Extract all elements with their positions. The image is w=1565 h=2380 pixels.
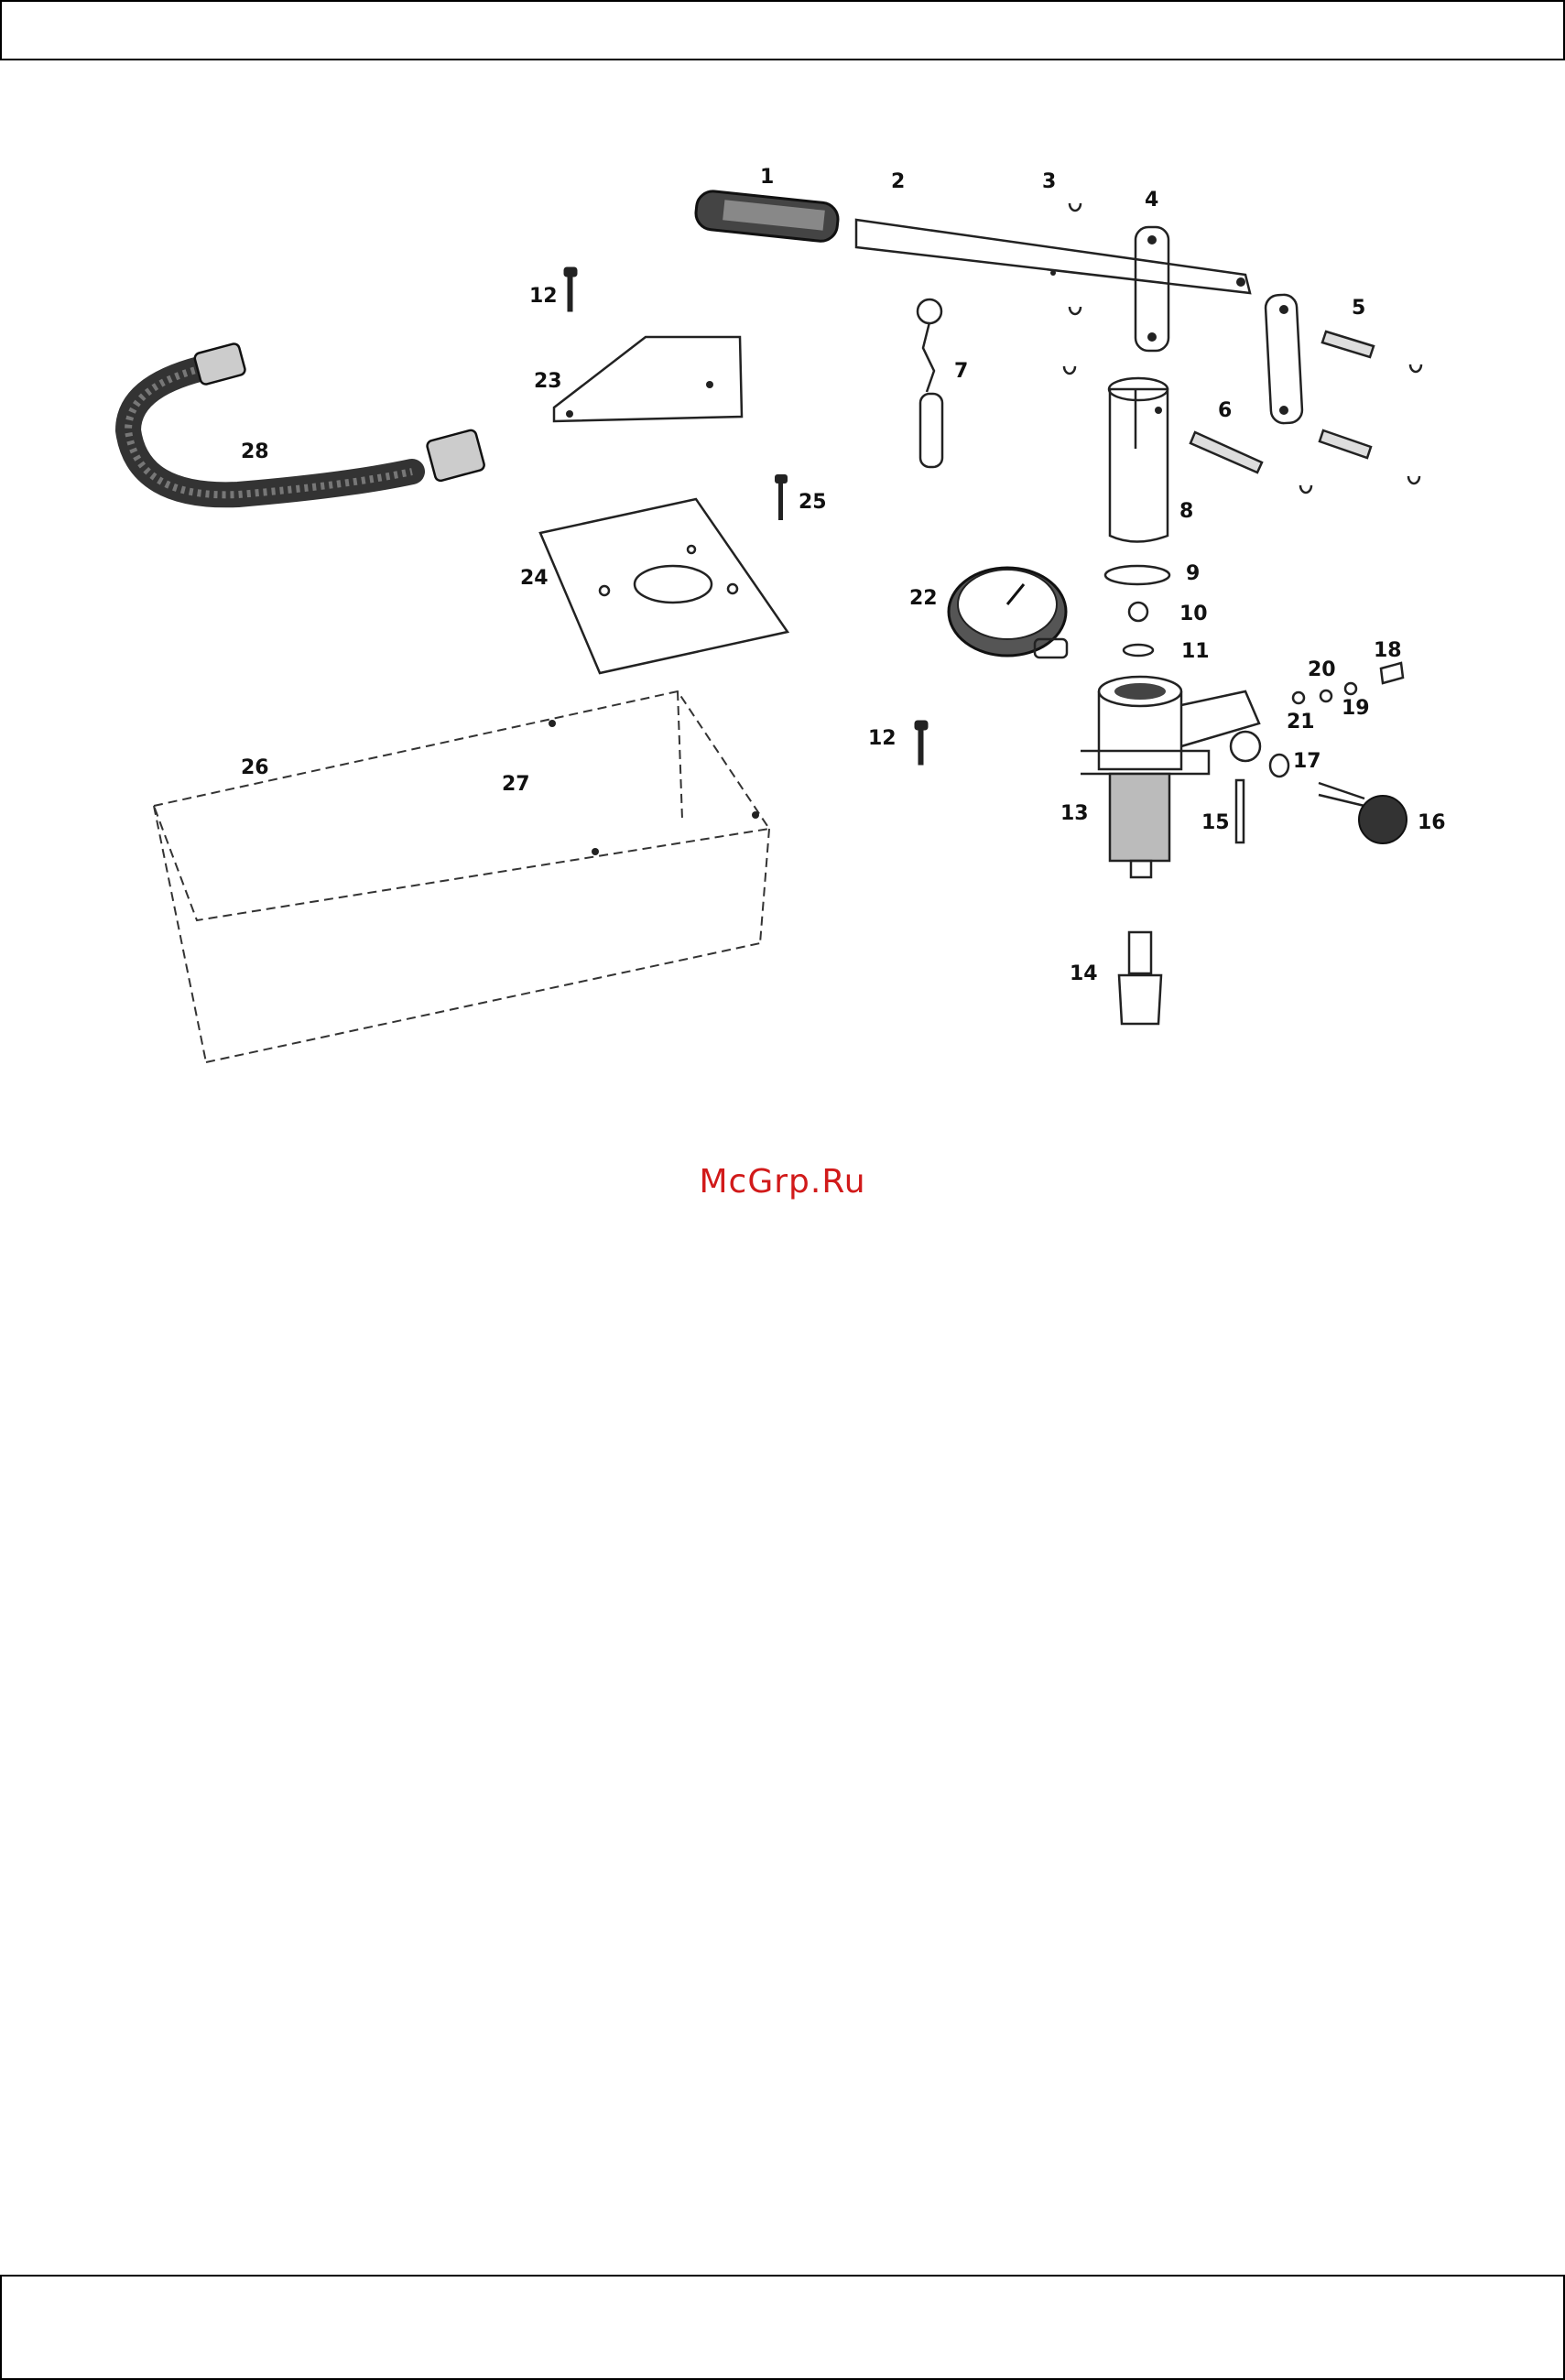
part-7-chained-pin [918, 299, 942, 467]
callout-23: 23 [534, 370, 562, 393]
callout-7: 7 [954, 360, 968, 383]
part-4-link-plate [1136, 227, 1168, 351]
callout-8: 8 [1179, 500, 1193, 523]
part-9-o-ring [1105, 566, 1169, 584]
callout-6: 6 [1218, 399, 1232, 422]
callout-26: 26 [241, 756, 269, 779]
callout-28: 28 [241, 440, 269, 463]
callout-12b: 12 [868, 727, 897, 750]
footer-frame [0, 2275, 1565, 2380]
part-22-pressure-gauge [949, 568, 1067, 657]
callout-4: 4 [1145, 189, 1158, 212]
part-13-pump-body [1081, 677, 1260, 877]
callout-17: 17 [1293, 750, 1321, 773]
callout-22: 22 [909, 587, 938, 610]
part-5-link-plate [1265, 294, 1302, 424]
callout-21: 21 [1287, 711, 1315, 734]
watermark-text: McGrp.Ru [0, 1163, 1565, 1201]
callout-2: 2 [891, 170, 905, 193]
callout-1: 1 [760, 166, 774, 189]
callout-16: 16 [1418, 811, 1446, 834]
part-1-handle-grip [694, 190, 840, 243]
part-23-bracket [554, 337, 742, 421]
part-26-27-tank [154, 691, 769, 1062]
callout-20: 20 [1308, 658, 1336, 681]
part-16-release-valve [1319, 783, 1407, 843]
callout-11: 11 [1181, 640, 1210, 663]
callout-27: 27 [502, 773, 530, 796]
callout-15: 15 [1201, 811, 1230, 834]
part-25-screw [775, 474, 788, 520]
part-15-pin [1236, 780, 1244, 842]
callout-9: 9 [1186, 562, 1200, 585]
callout-3: 3 [1042, 170, 1056, 193]
part-14-fitting [1119, 932, 1161, 1024]
part-8-piston [1109, 378, 1168, 542]
part-24-base-plate [540, 499, 788, 673]
callout-13: 13 [1060, 802, 1089, 825]
callout-14: 14 [1070, 962, 1098, 985]
callout-25: 25 [799, 491, 827, 514]
callout-18: 18 [1374, 639, 1402, 662]
callout-labels: 1 2 3 4 5 6 7 8 9 10 11 12 12 13 14 15 1… [241, 166, 1446, 985]
part-10-ball [1129, 603, 1147, 621]
callout-19: 19 [1342, 697, 1370, 720]
part-28-hose [128, 342, 485, 494]
callout-5: 5 [1352, 297, 1365, 320]
part-2-lever-arm [856, 220, 1250, 293]
part-11-washer [1124, 645, 1153, 656]
exploded-parts-diagram: 1 2 3 4 5 6 7 8 9 10 11 12 12 13 14 15 1… [0, 0, 1565, 1136]
callout-10: 10 [1179, 603, 1208, 625]
callout-24: 24 [520, 567, 549, 590]
callout-12a: 12 [529, 285, 558, 308]
